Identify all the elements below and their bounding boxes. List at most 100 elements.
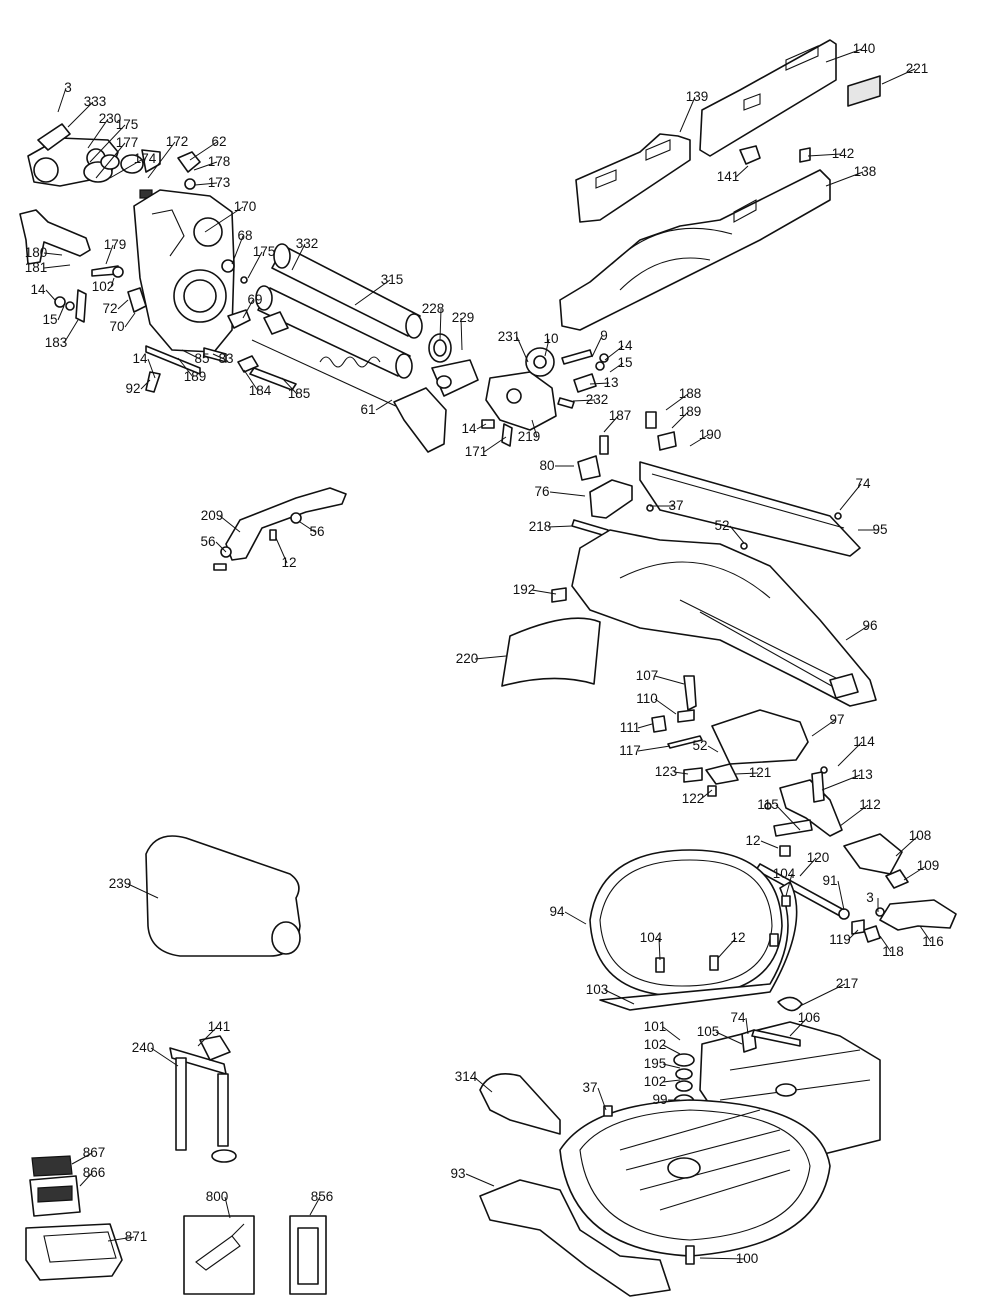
callout-100: 100 bbox=[699, 1251, 758, 1266]
leader-line bbox=[291, 243, 306, 271]
callout-183: 183 bbox=[45, 319, 79, 350]
callout-number: 138 bbox=[854, 164, 877, 179]
leader-line bbox=[43, 264, 71, 269]
callout-number: 108 bbox=[909, 828, 932, 843]
leader-line bbox=[212, 353, 225, 360]
callout-number: 15 bbox=[42, 312, 57, 327]
callout-37: 37 bbox=[650, 498, 684, 513]
leader-line bbox=[439, 308, 442, 341]
callout-14: 14 bbox=[604, 338, 633, 361]
leader-line bbox=[45, 289, 56, 301]
callout-106: 106 bbox=[789, 1010, 821, 1037]
callout-number: 118 bbox=[882, 944, 904, 959]
callout-number: 333 bbox=[84, 94, 107, 109]
callout-174: 174 bbox=[109, 151, 157, 179]
callout-number: 141 bbox=[717, 169, 740, 184]
callout-175: 175 bbox=[247, 244, 275, 279]
callout-112: 112 bbox=[839, 797, 881, 827]
callout-856: 856 bbox=[309, 1189, 333, 1216]
callout-185: 185 bbox=[281, 377, 311, 401]
callout-number: 96 bbox=[862, 618, 877, 633]
callout-230: 230 bbox=[87, 111, 121, 149]
callout-171: 171 bbox=[465, 436, 507, 459]
callout-number: 12 bbox=[281, 555, 296, 570]
callout-114: 114 bbox=[837, 734, 875, 767]
leader-line bbox=[67, 101, 94, 128]
leader-line bbox=[658, 937, 661, 961]
callout-number: 94 bbox=[549, 904, 565, 919]
leader-line bbox=[375, 399, 393, 411]
leader-line bbox=[717, 937, 737, 959]
callout-number: 95 bbox=[872, 522, 887, 537]
callout-number: 93 bbox=[450, 1166, 465, 1181]
leader-line bbox=[105, 244, 114, 265]
callout-number: 315 bbox=[381, 272, 404, 287]
callout-52: 52 bbox=[714, 518, 745, 544]
callout-number: 80 bbox=[539, 458, 554, 473]
callout-number: 866 bbox=[83, 1165, 106, 1180]
leader-line bbox=[231, 235, 244, 265]
callout-867: 867 bbox=[71, 1145, 105, 1165]
leader-line bbox=[729, 525, 745, 544]
callout-number: 14 bbox=[132, 351, 148, 366]
callout-9: 9 bbox=[591, 328, 608, 358]
leader-line bbox=[609, 362, 624, 373]
callout-number: 185 bbox=[288, 386, 311, 401]
callout-220: 220 bbox=[456, 651, 507, 666]
callout-94: 94 bbox=[549, 904, 587, 925]
leader-line bbox=[671, 411, 689, 429]
callout-number: 218 bbox=[529, 519, 552, 534]
callout-number: 107 bbox=[636, 668, 659, 683]
callout-number: 122 bbox=[682, 791, 705, 806]
leader-line bbox=[215, 541, 227, 553]
callout-number: 179 bbox=[104, 237, 127, 252]
leader-line bbox=[564, 911, 587, 925]
callout-122: 122 bbox=[682, 789, 713, 806]
leader-line bbox=[309, 1196, 321, 1216]
callout-number: 240 bbox=[132, 1040, 155, 1055]
callout-number: 172 bbox=[166, 134, 189, 149]
callout-14: 14 bbox=[132, 351, 156, 379]
leader-line bbox=[637, 723, 653, 729]
callout-number: 101 bbox=[644, 1019, 667, 1034]
callout-number: 217 bbox=[836, 976, 859, 991]
callout-number: 106 bbox=[798, 1010, 821, 1025]
callout-number: 99 bbox=[652, 1092, 667, 1107]
callout-177: 177 bbox=[95, 135, 138, 179]
callout-number: 314 bbox=[455, 1069, 478, 1084]
callout-95: 95 bbox=[858, 522, 888, 537]
leader-line bbox=[760, 840, 779, 849]
callout-140: 140 bbox=[825, 41, 875, 63]
callout-number: 91 bbox=[822, 873, 837, 888]
callout-93: 93 bbox=[450, 1166, 495, 1187]
leader-line bbox=[919, 925, 932, 943]
callout-number: 9 bbox=[600, 328, 608, 343]
leader-line bbox=[193, 161, 218, 171]
leader-line bbox=[57, 87, 67, 113]
callout-number: 14 bbox=[617, 338, 633, 353]
callout-number: 187 bbox=[609, 408, 632, 423]
leader-line bbox=[242, 299, 254, 319]
callout-102: 102 bbox=[92, 277, 115, 294]
leader-line bbox=[516, 336, 529, 363]
callout-192: 192 bbox=[513, 582, 557, 597]
callout-number: 115 bbox=[757, 797, 779, 812]
callout-187: 187 bbox=[603, 408, 632, 433]
callout-number: 173 bbox=[208, 175, 231, 190]
leader-line bbox=[531, 589, 557, 595]
callout-72: 72 bbox=[102, 299, 129, 316]
callout-138: 138 bbox=[825, 164, 877, 187]
leader-line bbox=[181, 349, 201, 360]
callout-number: 102 bbox=[644, 1037, 667, 1052]
callout-195: 195 bbox=[644, 1056, 681, 1071]
callout-number: 13 bbox=[603, 375, 618, 390]
callout-number: 111 bbox=[620, 720, 641, 735]
callout-74: 74 bbox=[730, 1010, 749, 1035]
callout-189: 189 bbox=[671, 404, 701, 429]
callout-number: 114 bbox=[853, 734, 875, 749]
callout-number: 123 bbox=[655, 764, 678, 779]
callout-141: 141 bbox=[717, 165, 749, 184]
callout-74: 74 bbox=[839, 476, 871, 511]
callout-102: 102 bbox=[644, 1037, 681, 1055]
leader-line bbox=[654, 698, 677, 715]
